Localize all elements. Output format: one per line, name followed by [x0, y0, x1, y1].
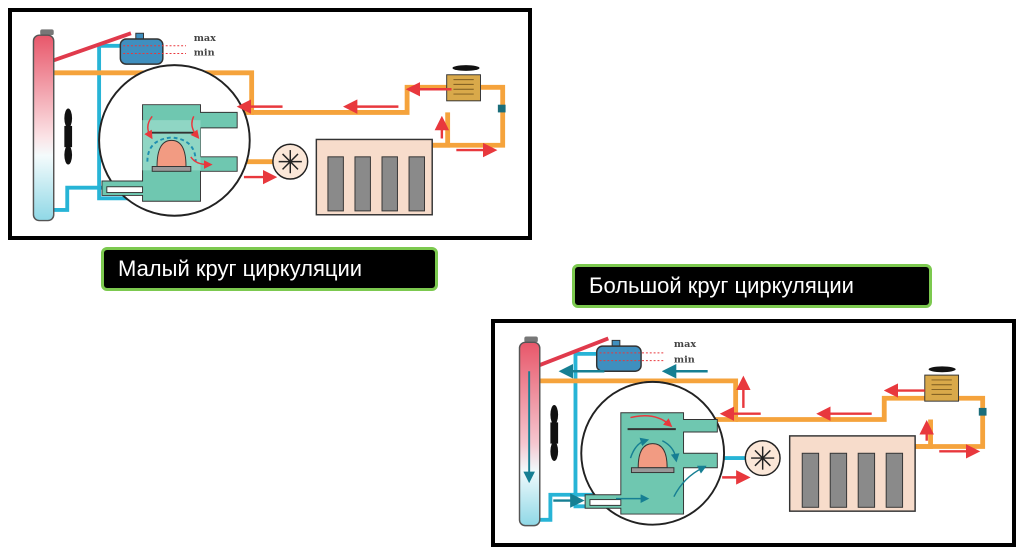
engine-block: [315, 138, 433, 216]
large-circuit-svg: max min: [518, 336, 987, 527]
thermostat-closeup: [98, 64, 251, 217]
level-max-label: max: [674, 339, 696, 350]
heater-core: [446, 65, 506, 113]
expansion-tank: [119, 32, 187, 65]
flow-arrows-cold: [553, 364, 708, 508]
radiator: [518, 336, 541, 527]
cold-pipes: [48, 43, 131, 212]
overflow-hose: [53, 31, 132, 63]
small-circuit-svg: max min: [32, 29, 506, 222]
small-circuit-caption: Малый круг циркуляции: [101, 247, 438, 291]
flow-arrows: [236, 82, 498, 185]
level-max-label: max: [194, 33, 216, 44]
fan-icon: [64, 108, 73, 165]
water-pump-icon: [272, 143, 309, 180]
radiator: [32, 29, 55, 222]
small-circuit-diagram: max min: [8, 8, 532, 240]
level-min-label: min: [674, 355, 695, 366]
heater-core: [924, 366, 987, 416]
expansion-tank: [595, 339, 665, 372]
thermostat-closeup: [580, 380, 726, 526]
large-circuit-caption: Большой круг циркуляции: [572, 264, 932, 308]
fan-icon: [550, 405, 559, 461]
overflow-hose: [538, 336, 609, 368]
level-min-label: min: [194, 47, 215, 58]
flow-arrows-hot: [719, 375, 981, 485]
engine-block: [788, 435, 916, 512]
water-pump-icon: [744, 439, 781, 477]
large-circuit-diagram: max min: [491, 319, 1016, 547]
